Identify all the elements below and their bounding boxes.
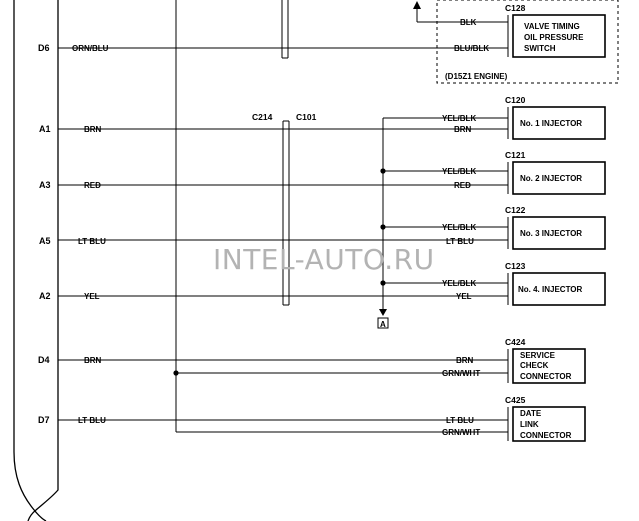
injector-3-label: No. 3 INJECTOR xyxy=(520,229,582,238)
reference-marker-box xyxy=(377,317,389,329)
injector-1-signal-wire: BRN xyxy=(454,125,472,134)
data-link-connector-id: C425 xyxy=(505,395,526,405)
service-check-wire-top: BRN xyxy=(456,356,474,365)
pin-a5: A5 xyxy=(39,236,51,246)
injector-4: C123 YEL/BLK YEL No. 4. INJECTOR xyxy=(442,261,606,306)
injector-2-label: No. 2 INJECTOR xyxy=(520,174,582,183)
pin-a3: A3 xyxy=(39,180,51,190)
injector-2-connector: C121 xyxy=(505,150,526,160)
injector-3-power-wire: YEL/BLK xyxy=(442,223,476,232)
valve-label-line-1: VALVE TIMING xyxy=(524,22,580,31)
data-link-box xyxy=(512,406,586,442)
injector-4-connector: C123 xyxy=(505,261,526,271)
arrow-up-icon xyxy=(413,1,421,9)
service-check-label-1: SERVICE xyxy=(520,351,556,360)
valve-label-line-3: SWITCH xyxy=(524,44,556,53)
service-check-connector-id: C424 xyxy=(505,337,526,347)
data-link-label-2: LINK xyxy=(520,420,539,429)
service-check-box xyxy=(512,348,586,384)
injector-3: C122 YEL/BLK LT BLU No. 3 INJECTOR xyxy=(442,205,606,250)
valve-wire-top-label: BLK xyxy=(460,18,477,27)
injector-3-connector: C122 xyxy=(505,205,526,215)
service-check-wire-bottom: GRN/WHT xyxy=(442,369,480,378)
injector-4-box xyxy=(512,272,606,306)
service-check-label-2: CHECK xyxy=(520,361,549,370)
valve-connector-label: C128 xyxy=(505,3,526,13)
wire-label-a5: LT BLU xyxy=(78,237,106,246)
data-link-connector: C425 LT BLU GRN/WHT DATE LINK CONNECTOR xyxy=(442,395,586,442)
injector-1-box xyxy=(512,106,606,140)
ecu-pins: D6 A1 A3 A5 A2 D4 D7 xyxy=(38,43,51,425)
pin-d7: D7 xyxy=(38,415,50,425)
valve-label-line-2: OIL PRESSURE xyxy=(524,33,584,42)
pin-d4: D4 xyxy=(38,355,50,365)
injector-1-power-wire: YEL/BLK xyxy=(442,114,476,123)
injector-1: C120 YEL/BLK BRN No. 1 INJECTOR xyxy=(442,95,606,140)
valve-switch-box xyxy=(512,14,606,58)
injector-1-label: No. 1 INJECTOR xyxy=(520,119,582,128)
connector-c101: C101 xyxy=(296,112,317,122)
splice-dot-grn-wht xyxy=(173,370,179,376)
injector-3-signal-wire: LT BLU xyxy=(446,237,474,246)
injector-1-connector: C120 xyxy=(505,95,526,105)
injector-4-signal-wire: YEL xyxy=(456,292,472,301)
data-link-wire-bottom: GRN/WHT xyxy=(442,428,480,437)
engine-variant-outline xyxy=(436,0,619,84)
pin-a2: A2 xyxy=(39,291,51,301)
valve-timing-switch: BLK BLU/BLK C128 VALVE TIMING OIL PRESSU… xyxy=(413,0,619,84)
injector-2: C121 YEL/BLK RED No. 2 INJECTOR xyxy=(442,150,606,195)
injector-4-label: No. 4. INJECTOR xyxy=(518,285,583,294)
service-check-connector: C424 BRN GRN/WHT SERVICE CHECK CONNECTOR xyxy=(442,337,586,384)
data-link-label-3: CONNECTOR xyxy=(520,431,572,440)
pin-a1: A1 xyxy=(39,124,51,134)
valve-wire-bottom-label: BLU/BLK xyxy=(454,44,489,53)
injector-power-bus: A xyxy=(377,117,508,329)
engine-note: (D15Z1 ENGINE) xyxy=(445,72,508,81)
pin-d6: D6 xyxy=(38,43,50,53)
injector-2-power-wire: YEL/BLK xyxy=(442,167,476,176)
injector-2-box xyxy=(512,161,606,195)
junction-c214-c101: C214 C101 xyxy=(252,112,317,306)
data-link-wire-top: LT BLU xyxy=(446,416,474,425)
ecu-connector-outline xyxy=(13,0,59,521)
injector-4-power-wire: YEL/BLK xyxy=(442,279,476,288)
arrow-down-icon xyxy=(379,309,387,316)
reference-marker: A xyxy=(380,320,386,329)
injector-3-box xyxy=(512,216,606,250)
data-link-label-1: DATE xyxy=(520,409,542,418)
watermark: INTEL-AUTO.RU xyxy=(213,243,435,276)
connector-c214: C214 xyxy=(252,112,273,122)
top-bus-wires xyxy=(175,0,289,432)
service-check-label-3: CONNECTOR xyxy=(520,372,572,381)
ecu-wire-labels: ORN/BLU BRN RED LT BLU YEL BRN LT BLU xyxy=(72,44,109,425)
injector-2-signal-wire: RED xyxy=(454,181,471,190)
